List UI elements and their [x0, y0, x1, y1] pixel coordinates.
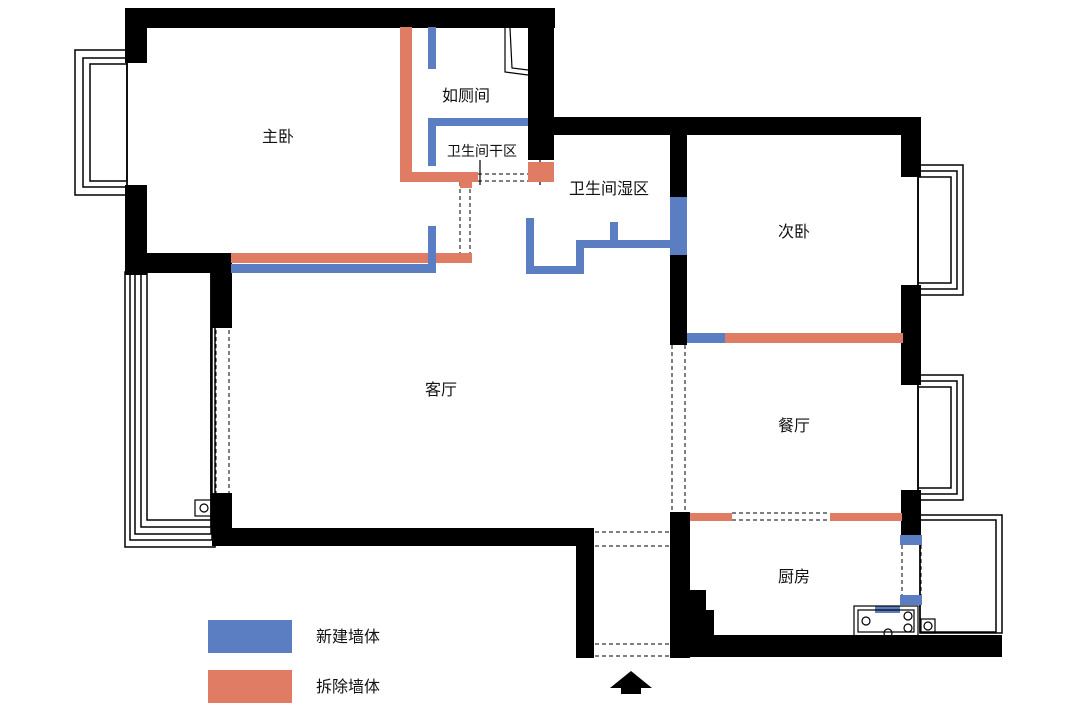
- room-label-living-room: 客厅: [425, 380, 457, 399]
- legend-swatch-new-wall: [208, 620, 292, 653]
- legend-swatch-removed-wall: [208, 670, 292, 703]
- legend-label-new-wall: 新建墙体: [316, 627, 380, 646]
- removed-walls: [231, 27, 903, 521]
- structural-walls: [125, 8, 1002, 658]
- up-arrow-icon: [610, 671, 652, 694]
- room-label-kitchen: 厨房: [778, 567, 810, 586]
- room-label-second-bedroom: 次卧: [778, 222, 810, 241]
- room-label-bath-wet: 卫生间湿区: [569, 179, 649, 198]
- dashed-openings: [215, 173, 922, 657]
- kitchen-fixtures: [194, 499, 936, 638]
- new-walls: [231, 27, 922, 613]
- legend: 新建墙体 拆除墙体: [208, 620, 380, 703]
- room-label-master-bedroom: 主卧: [262, 127, 294, 146]
- room-label-dining-room: 餐厅: [778, 416, 810, 435]
- room-label-bath-dry: 卫生间干区: [447, 144, 517, 160]
- legend-label-removed-wall: 拆除墙体: [316, 677, 380, 696]
- room-label-ensuite: 如厕间: [442, 86, 490, 105]
